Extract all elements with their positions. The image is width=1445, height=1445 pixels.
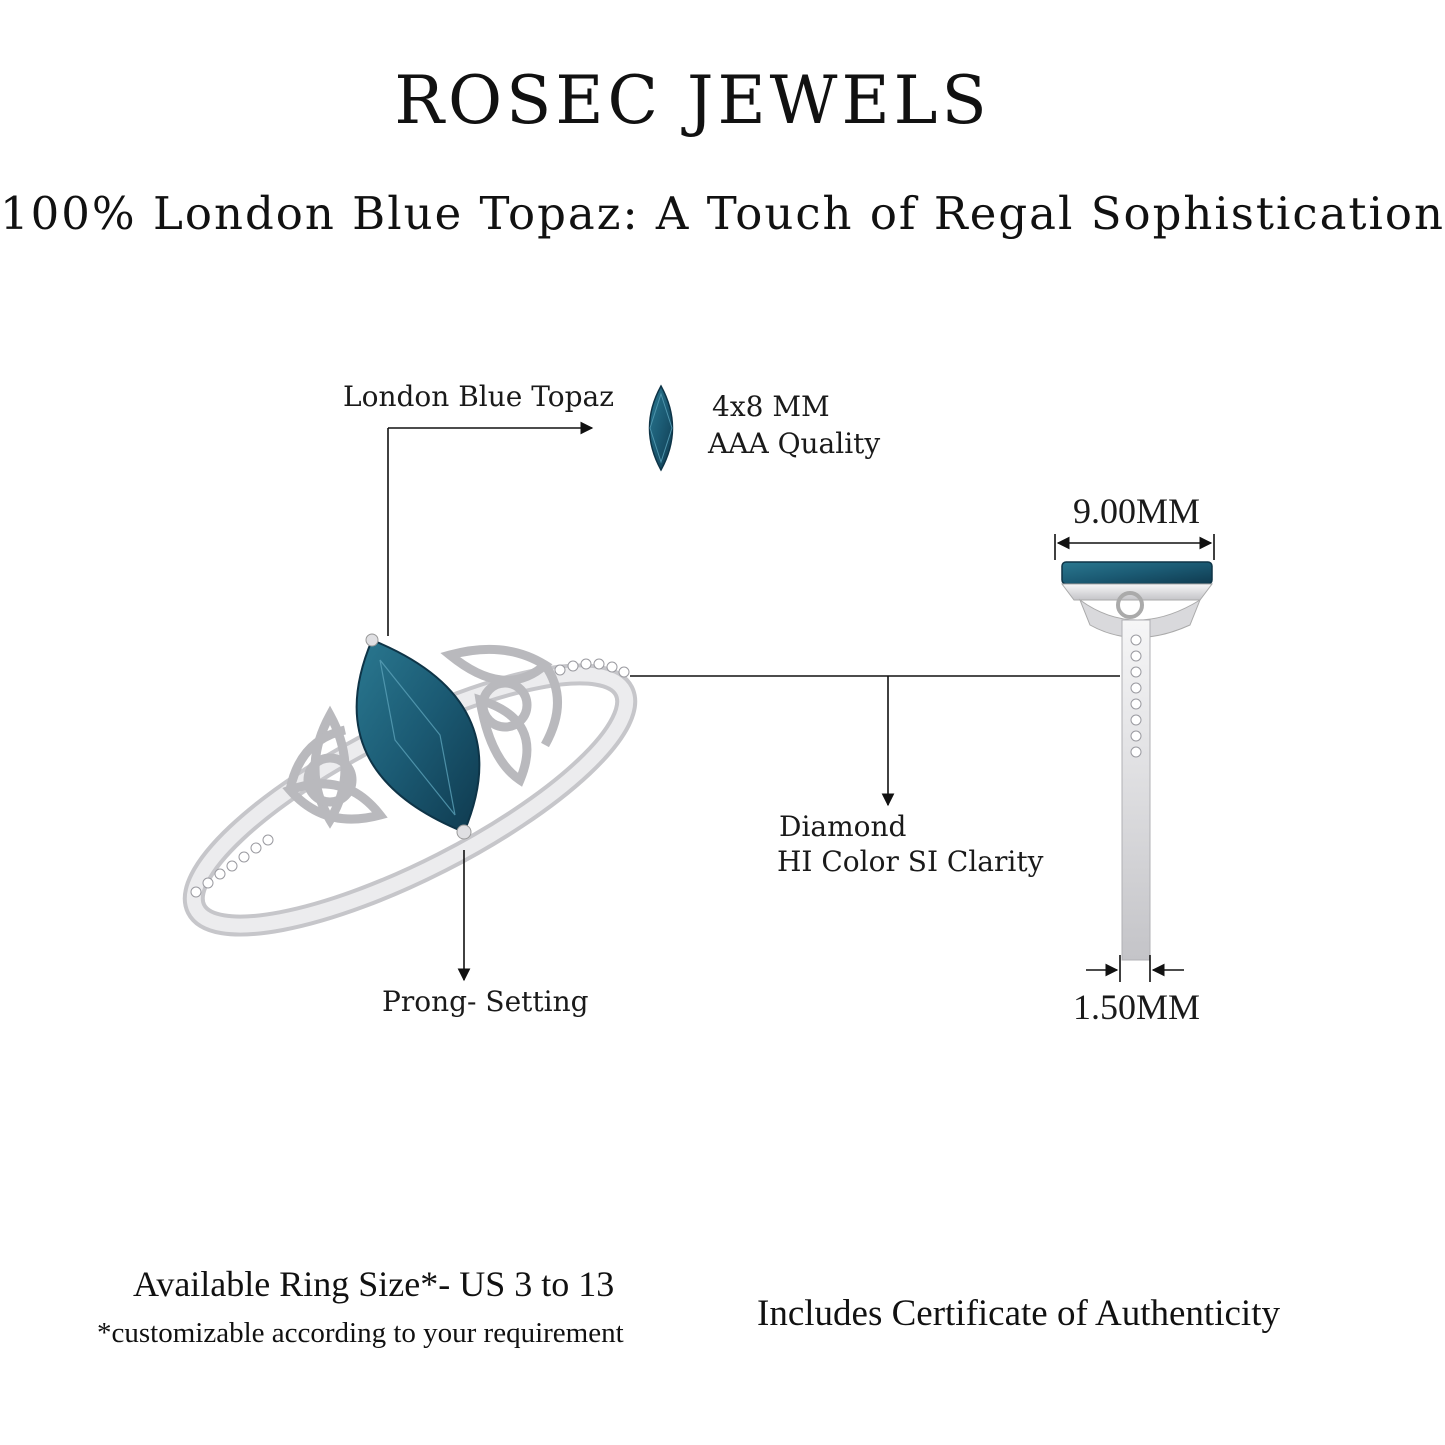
band-width-dimension-line xyxy=(1086,955,1184,982)
gem-callout-line xyxy=(387,421,594,636)
celtic-knot-right xyxy=(440,644,562,787)
band-width-label: 1.50MM xyxy=(1073,987,1201,1027)
marquise-gem-icon xyxy=(648,384,674,472)
top-width-label: 9.00MM xyxy=(1073,491,1201,531)
ring-marquise-gem xyxy=(355,633,481,840)
diamond-callout-line xyxy=(630,675,1120,807)
ring-size-note: *customizable according to your requirem… xyxy=(97,1317,624,1349)
celtic-knot-left xyxy=(282,705,388,829)
ring-side-view xyxy=(1061,561,1213,961)
tagline: 100% London Blue Topaz: A Touch of Regal… xyxy=(0,187,1445,240)
ring-size-text: Available Ring Size*- US 3 to 13 xyxy=(133,1264,615,1304)
top-width-dimension-line xyxy=(1054,534,1215,560)
diamond-label: Diamond xyxy=(779,810,907,843)
setting-label: Prong- Setting xyxy=(382,985,589,1018)
gem-quality-label: AAA Quality xyxy=(708,427,881,460)
gem-size-label: 4x8 MM xyxy=(712,390,830,423)
gem-name-label: London Blue Topaz xyxy=(343,380,614,413)
brand-title: ROSEC JEWELS xyxy=(394,62,991,139)
certificate-text: Includes Certificate of Authenticity xyxy=(757,1293,1280,1334)
pave-diamonds xyxy=(190,658,630,898)
diamond-grade-label: HI Color SI Clarity xyxy=(777,845,1044,878)
